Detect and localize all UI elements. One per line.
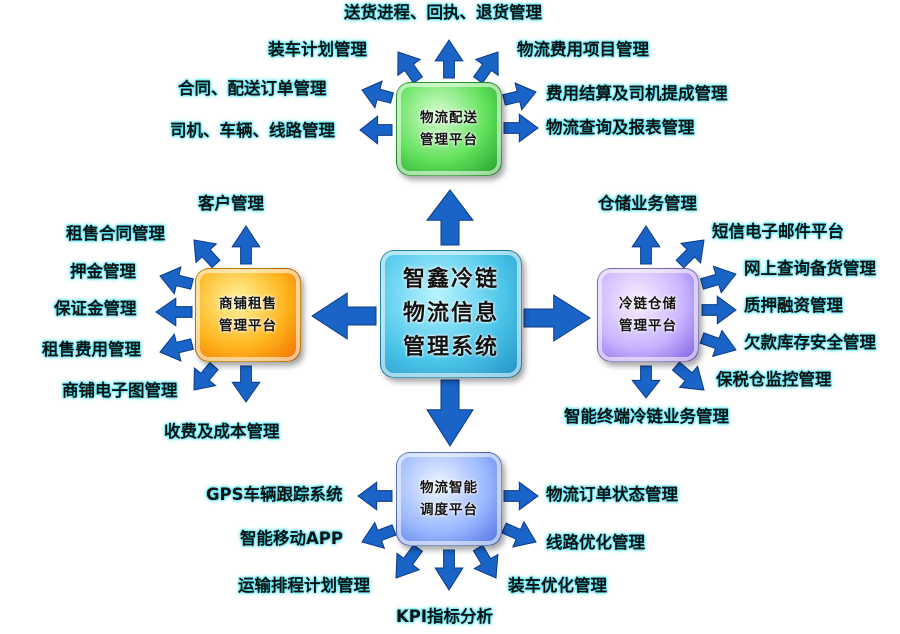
right-item-online-query: 网上查询备货管理 <box>744 259 876 278</box>
bottom-box-line-2: 调度平台 <box>420 502 478 518</box>
smart-dispatch-platform-box: 物流智能 调度平台 <box>396 452 502 546</box>
center-title-line-2: 物流信息 <box>402 301 499 326</box>
right-item-sms-email: 短信电子邮件平台 <box>712 222 844 241</box>
arrow-bottom-to-item-6 <box>434 549 464 591</box>
bottom-item-kpi-analysis: KPI指标分析 <box>396 607 494 626</box>
top-item-logistics-fee-items: 物流费用项目管理 <box>517 40 649 59</box>
center-system-box: 智鑫冷链 物流信息 管理系统 <box>380 250 522 378</box>
top-item-contract-delivery-orders: 合同、配送订单管理 <box>178 79 327 98</box>
logistics-delivery-platform-box: 物流配送 管理平台 <box>396 82 502 176</box>
bottom-item-mobile-app: 智能移动APP <box>240 529 343 548</box>
left-item-fees-costs: 收费及成本管理 <box>164 422 280 441</box>
left-box-line-2: 管理平台 <box>219 318 277 334</box>
center-title-line-1: 智鑫冷链 <box>402 267 499 292</box>
arrow-top-to-item-4 <box>502 82 537 111</box>
left-item-deposit: 押金管理 <box>70 262 136 281</box>
bottom-item-transport-scheduling: 运输排程计划管理 <box>238 576 370 595</box>
arrow-bottom-to-item-3 <box>501 520 537 548</box>
bottom-item-loading-optimization: 装车优化管理 <box>508 576 607 595</box>
top-item-loading-plan: 装车计划管理 <box>268 40 367 59</box>
arrow-right-to-item-2 <box>699 265 737 294</box>
right-item-bonded-warehouse: 保税仓监控管理 <box>716 370 832 389</box>
left-item-lease-fees: 租售费用管理 <box>42 340 141 359</box>
arrow-left-to-item-1 <box>193 239 221 269</box>
arrow-left-to-item-3 <box>155 297 193 327</box>
arrow-top-to-item-5 <box>359 115 393 145</box>
arrow-right-to-item-1 <box>675 239 705 269</box>
arrow-right-to-item-4 <box>699 329 737 358</box>
left-item-lease-contract: 租售合同管理 <box>66 224 165 243</box>
arrow-right-to-item-6 <box>631 365 661 399</box>
arrow-left-to-item-4 <box>159 333 194 362</box>
arrow-center-to-top <box>425 189 475 246</box>
arrow-left-to-item-0 <box>231 225 261 265</box>
top-item-driver-vehicle-route: 司机、车辆、线路管理 <box>170 121 335 140</box>
left-item-shop-map: 商铺电子图管理 <box>62 381 178 400</box>
arrow-center-to-left <box>311 292 377 340</box>
bottom-box-line-1: 物流智能 <box>420 480 478 496</box>
top-item-logistics-query-reports: 物流查询及报表管理 <box>546 118 695 137</box>
arrow-center-to-right <box>523 294 591 342</box>
right-item-pledge-financing: 质押融资管理 <box>744 296 843 315</box>
arrow-top-to-item-6 <box>503 113 539 143</box>
top-item-delivery-receipt-return: 送货进程、回执、退货管理 <box>344 3 542 22</box>
arrow-left-to-item-6 <box>231 365 261 403</box>
arrow-right-to-item-3 <box>701 295 737 325</box>
arrow-top-to-item-1 <box>397 51 424 84</box>
right-box-line-2: 管理平台 <box>619 318 677 334</box>
top-item-settlement-driver-commission: 费用结算及司机提成管理 <box>546 84 728 103</box>
cold-chain-warehouse-platform-box: 冷链仓储 管理平台 <box>597 268 699 362</box>
right-item-smart-terminal: 智能终端冷链业务管理 <box>564 407 729 426</box>
arrow-bottom-to-item-1 <box>503 481 539 511</box>
arrow-center-to-bottom <box>426 379 474 447</box>
arrow-right-to-item-0 <box>631 225 661 265</box>
arrow-bottom-to-item-0 <box>357 481 393 511</box>
right-item-warehouse-business: 仓储业务管理 <box>598 194 697 213</box>
top-box-line-2: 管理平台 <box>420 132 478 148</box>
arrow-right-to-item-5 <box>671 361 705 391</box>
left-box-line-1: 商铺租售 <box>219 296 277 312</box>
arrow-top-to-item-2 <box>472 51 499 84</box>
bottom-item-route-optimization: 线路优化管理 <box>546 533 645 552</box>
arrow-bottom-to-item-2 <box>361 521 397 550</box>
arrow-left-to-item-5 <box>193 361 219 391</box>
bottom-item-gps-tracking: GPS车辆跟踪系统 <box>206 485 343 504</box>
center-title-line-3: 管理系统 <box>402 335 499 360</box>
left-item-guarantee: 保证金管理 <box>54 299 137 318</box>
arrow-bottom-to-item-4 <box>395 544 424 579</box>
right-box-line-1: 冷链仓储 <box>619 296 677 312</box>
top-box-line-1: 物流配送 <box>420 110 478 126</box>
arrow-left-to-item-2 <box>159 266 194 295</box>
arrow-bottom-to-item-5 <box>472 544 499 579</box>
right-item-arrears-inventory-safety: 欠款库存安全管理 <box>744 333 876 352</box>
shop-leasing-platform-box: 商铺租售 管理平台 <box>195 268 301 362</box>
left-item-customer: 客户管理 <box>198 194 264 213</box>
arrow-top-to-item-3 <box>361 80 395 109</box>
arrow-top-to-item-0 <box>434 39 464 79</box>
bottom-item-order-status: 物流订单状态管理 <box>546 485 678 504</box>
